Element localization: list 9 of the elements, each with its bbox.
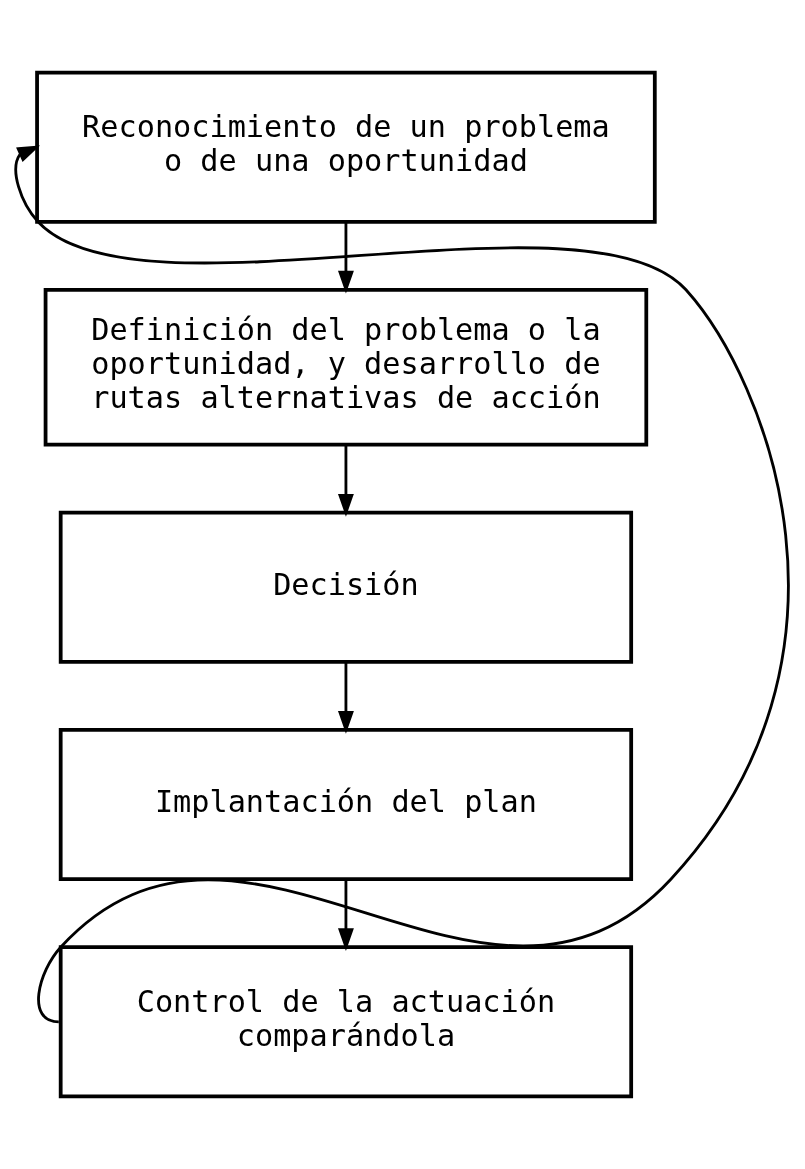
- node-box: Definición del problema o la oportunidad, y desarrollo de rutas alternativas de acción: [43, 287, 649, 447]
- arrow: [338, 222, 354, 294]
- node-box: Decisión: [58, 510, 634, 664]
- arrow: [338, 879, 354, 951]
- arrow: [338, 662, 354, 734]
- arrow: [338, 444, 354, 517]
- node-box: Control de la actuación comparándola: [58, 945, 634, 1099]
- node-box: Reconocimiento de un problema o de una oportunidad: [35, 70, 657, 224]
- node-box: Implantación del plan: [58, 728, 634, 882]
